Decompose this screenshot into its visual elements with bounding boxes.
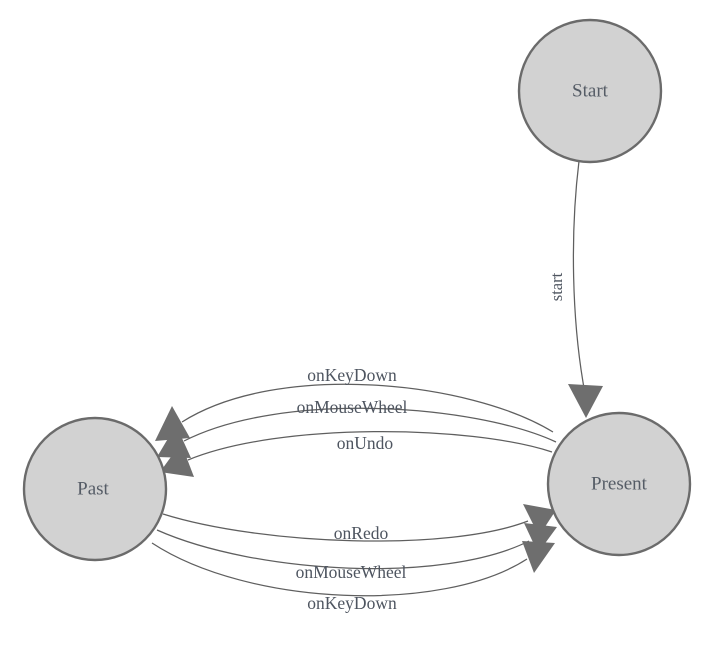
arrowhead-into-present-3 — [522, 541, 555, 573]
edge-label-onmousewheel-to-present: onMouseWheel — [296, 562, 407, 582]
arrowhead-into-past-3 — [160, 443, 194, 477]
edge-past-to-present-onmousewheel[interactable] — [156, 523, 557, 570]
edge-present-to-past-onkeydown-path — [181, 383, 554, 433]
node-past-label: Past — [77, 478, 109, 499]
node-past-circle — [22, 416, 168, 562]
node-present[interactable]: Present — [546, 411, 692, 557]
edge-label-onmousewheel-to-past: onMouseWheel — [297, 397, 408, 417]
arrowhead-into-present-2 — [524, 523, 557, 553]
edge-start-to-present-path — [572, 160, 585, 389]
node-present-label: Present — [591, 473, 648, 494]
node-present-circle — [546, 411, 692, 557]
arrowhead-into-past-1 — [155, 406, 190, 441]
edge-past-to-present-onredo-path — [162, 513, 529, 542]
edge-past-to-present-onmousewheel-path — [156, 529, 530, 570]
edge-label-onkeydown-to-present: onKeyDown — [307, 593, 397, 613]
node-start-label: Start — [572, 80, 609, 101]
edge-label-onredo-to-present: onRedo — [334, 523, 389, 543]
edge-label-onundo-to-past: onUndo — [337, 433, 394, 453]
edge-past-to-present-onkeydown[interactable] — [151, 541, 555, 597]
node-past[interactable]: Past — [22, 416, 168, 562]
edge-present-to-past-onkeydown[interactable] — [155, 383, 554, 441]
edge-present-to-past-onundo-path — [187, 431, 553, 461]
arrowhead-into-present-top — [568, 384, 603, 418]
edge-start-to-present[interactable]: start — [547, 160, 603, 418]
edge-label-onkeydown-to-past: onKeyDown — [307, 365, 397, 385]
edge-present-to-past-onundo[interactable] — [160, 431, 553, 477]
edge-present-to-past-onmousewheel-path — [183, 407, 557, 443]
arrowhead-into-present-1 — [523, 504, 556, 536]
edge-past-to-present-onkeydown-path — [151, 542, 528, 597]
edge-past-to-present-onredo[interactable] — [162, 504, 556, 542]
node-start-circle — [517, 18, 663, 164]
node-start[interactable]: Start — [517, 18, 663, 164]
edge-label-start: start — [547, 272, 566, 301]
